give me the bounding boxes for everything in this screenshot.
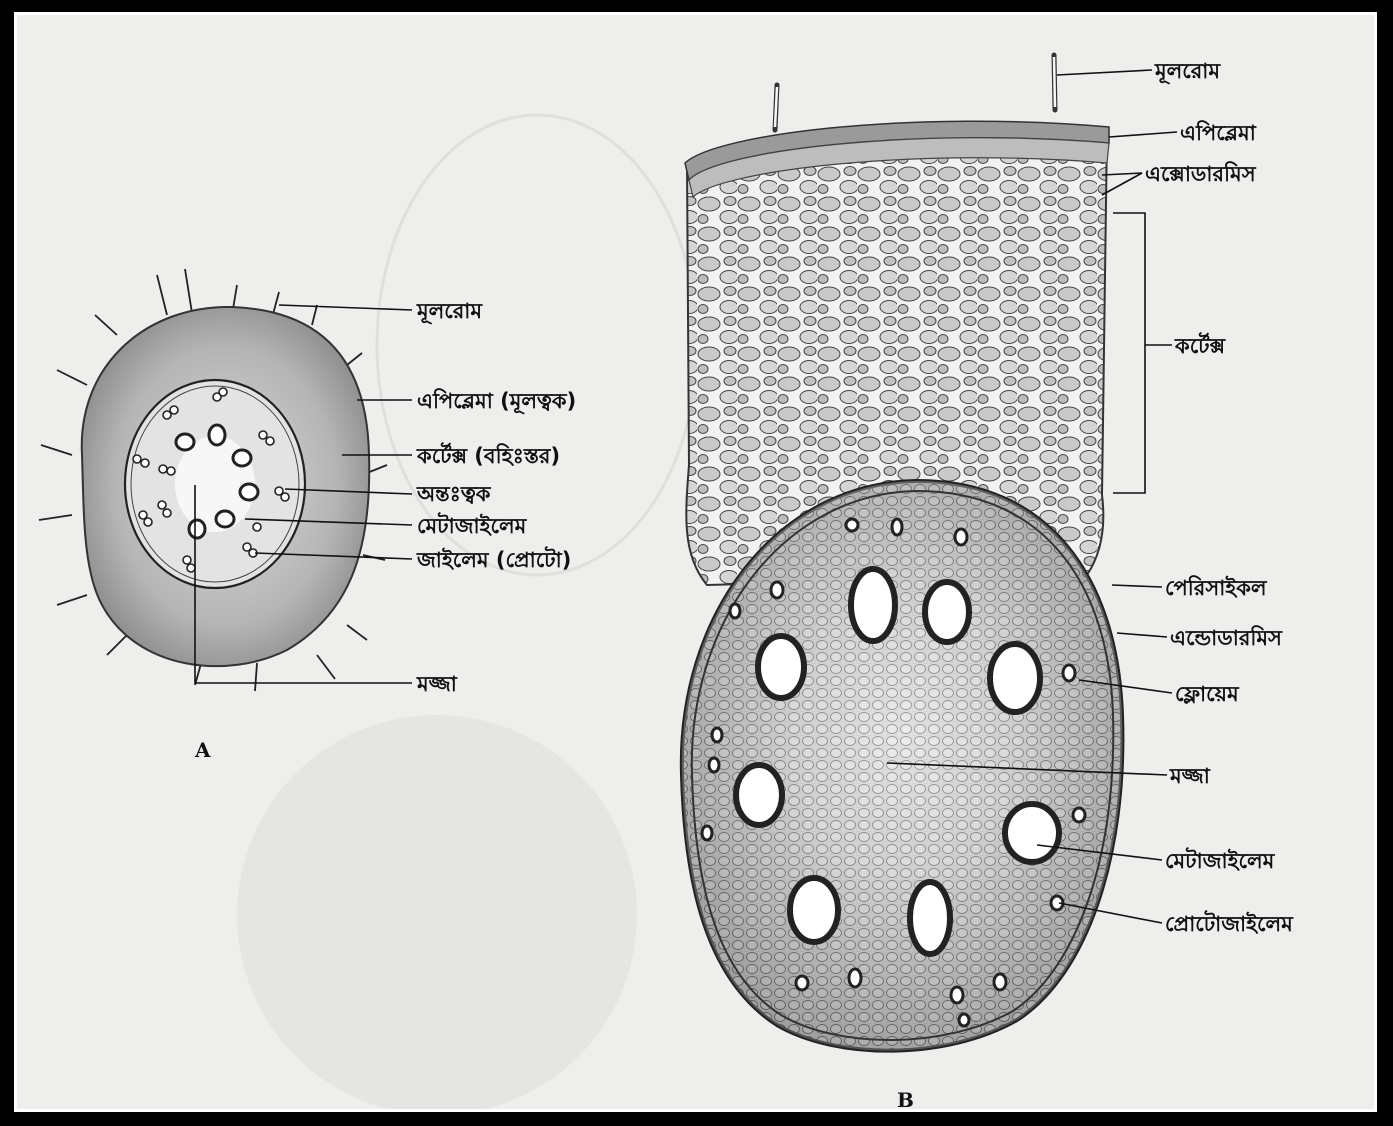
label-b-metaxylem: মেটাজাইলেম — [1165, 847, 1276, 873]
diagram-page: মূলরোম এপিব্লেমা (মূলত্বক) কর্টেক্স (বহি… — [14, 12, 1377, 1112]
root-hairs-b — [775, 55, 1055, 130]
label-b-exodermis: এক্সোডারমিস — [1145, 161, 1257, 186]
root-cross-section-figure: মূলরোম এপিব্লেমা (মূলত্বক) কর্টেক্স (বহি… — [17, 15, 1374, 1109]
label-b-epiblema: এপিব্লেমা — [1180, 120, 1257, 145]
label-b-root-hair: মূলরোম — [1154, 59, 1221, 84]
label-a-endodermis: অন্তঃত্বক — [416, 482, 492, 506]
label-a-epiblema: এপিব্লেমা (মূলত্বক) — [417, 388, 576, 414]
label-a-cortex: কর্টেক্স (বহিঃস্তর) — [416, 442, 560, 468]
label-b-pith: মজ্জা — [1169, 764, 1211, 788]
label-b-cortex: কর্টেক্স — [1174, 332, 1227, 358]
panel-label-a: A — [194, 738, 211, 762]
diagram-b: মূলরোম এপিব্লেমা এক্সোডারমিস কর্টেক্স পে… — [682, 55, 1294, 1109]
label-b-pericycle: পেরিসাইকল — [1165, 575, 1268, 600]
label-b-protoxylem: প্রোটোজাইলেম — [1165, 910, 1294, 936]
label-b-endodermis: এন্ডোডারমিস — [1170, 625, 1283, 650]
label-a-protoxylem: জাইলেম (প্রোটো) — [416, 546, 571, 572]
diagram-a: মূলরোম এপিব্লেমা (মূলত্বক) কর্টেক্স (বহি… — [39, 269, 576, 762]
label-a-root-hair: মূলরোম — [416, 299, 483, 324]
panel-label-b: B — [897, 1088, 914, 1109]
label-a-metaxylem: মেটাজাইলেম — [417, 512, 528, 538]
label-a-pith: মজ্জা — [416, 672, 458, 696]
label-b-phloem: ফ্লোয়েম — [1175, 682, 1240, 706]
